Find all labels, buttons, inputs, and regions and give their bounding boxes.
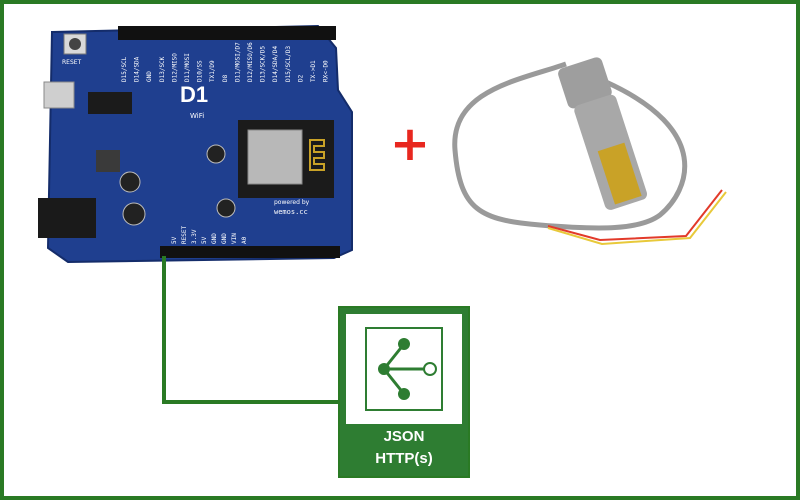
sensor-mesh xyxy=(597,142,642,205)
board-name: D1 xyxy=(180,82,208,107)
humidity-sensor xyxy=(452,57,727,246)
pin-label: D13/SCK xyxy=(159,56,166,82)
pin-label: D2 xyxy=(297,74,304,82)
capacitor xyxy=(216,198,236,218)
pin-label: D15/SCL xyxy=(121,56,128,82)
board-reset-label: RESET xyxy=(62,59,82,66)
pin-label: D11/MOSI xyxy=(184,53,191,82)
json-card-label: JSON HTTP(s) xyxy=(340,426,468,470)
top-header xyxy=(118,26,336,40)
usb-port xyxy=(43,81,75,109)
inductor xyxy=(96,150,120,172)
pin-label: VIN xyxy=(231,233,238,244)
sensor-cap xyxy=(558,57,612,109)
sensor-cable xyxy=(452,61,688,231)
pin-label: RESET xyxy=(181,226,188,244)
pin-label: 5V xyxy=(171,236,178,244)
capacitor xyxy=(122,202,146,226)
bottom-header xyxy=(160,246,340,258)
pin-label: TX1/D9 xyxy=(209,60,216,82)
pin-label: GND xyxy=(211,233,218,244)
pin-label: D13/SCK/D5 xyxy=(260,45,267,82)
json-card-line2: HTTP(s) xyxy=(375,450,433,467)
pin-label: TX->D1 xyxy=(310,60,317,82)
pin-label: D14/SDA xyxy=(134,56,141,82)
capacitor xyxy=(206,144,226,164)
share-icon xyxy=(365,327,443,411)
pin-label: 5V xyxy=(201,236,208,244)
connection-line xyxy=(162,256,338,404)
pin-label: RX<-D0 xyxy=(323,60,330,82)
wemos-d1-board: D1 WiFi powered by wemos.cc RESET D15/SC… xyxy=(38,24,353,264)
plus-sign: + xyxy=(390,116,430,172)
json-card-line1: JSON xyxy=(383,428,425,445)
pin-label: D12/MISO/D6 xyxy=(247,42,254,82)
pin-label: D14/SDA/D4 xyxy=(272,45,279,82)
pin-label: GND xyxy=(146,71,153,82)
pin-label: D8 xyxy=(222,74,229,82)
pin-label: D10/SS xyxy=(197,60,204,82)
share-icon-panel xyxy=(346,314,462,424)
pin-label: A0 xyxy=(241,236,248,244)
board-wifi-label: WiFi xyxy=(190,112,204,120)
capacitor xyxy=(119,171,141,193)
dc-jack xyxy=(38,198,96,238)
pin-label: D11/MOSI/D7 xyxy=(234,42,241,82)
antenna-trace xyxy=(309,139,325,171)
board-domain: wemos.cc xyxy=(274,208,308,216)
top-pin-labels: D15/SCL D14/SDA GND D13/SCK D12/MISO D11/MOSI… xyxy=(121,42,330,82)
json-http-card: JSON HTTP(s) xyxy=(338,306,470,478)
chip xyxy=(88,92,132,114)
esp-shield xyxy=(247,129,303,185)
pin-label: D15/SCL/D3 xyxy=(285,45,292,82)
pin-label: GND xyxy=(221,233,228,244)
pin-label: 3.3V xyxy=(191,229,198,244)
pin-label: D12/MISO xyxy=(171,53,178,82)
board-powered-by: powered by xyxy=(274,199,310,206)
